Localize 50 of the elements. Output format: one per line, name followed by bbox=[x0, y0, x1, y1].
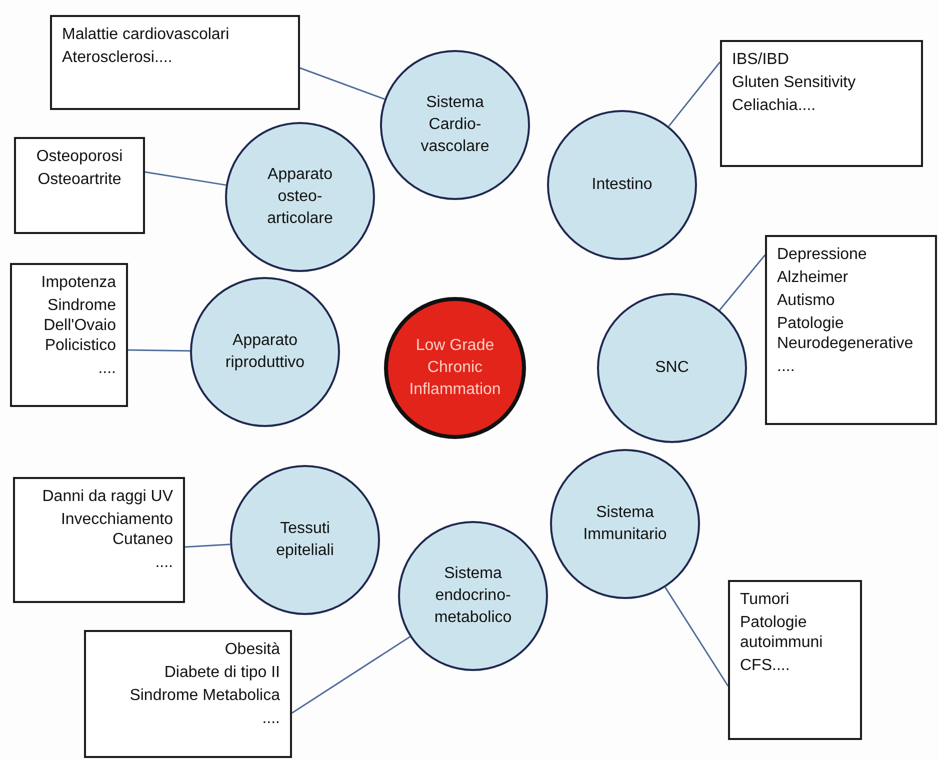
list-item: Malattie cardiovascolari bbox=[62, 25, 230, 45]
list-item: Diabete di tipo II bbox=[164, 663, 280, 683]
connector-line bbox=[292, 636, 410, 714]
disease-list-box bbox=[728, 580, 862, 740]
disease-list-box bbox=[13, 477, 185, 603]
list-item: .... bbox=[98, 359, 116, 379]
connector-line bbox=[184, 544, 230, 548]
list-item: Alzheimer bbox=[777, 268, 848, 288]
disease-list-box bbox=[84, 630, 292, 758]
list-item: Aterosclerosi.... bbox=[62, 48, 172, 68]
list-item: Invecchiamento Cutaneo bbox=[60, 510, 173, 550]
list-item: CFS.... bbox=[740, 656, 790, 676]
list-item: Impotenza bbox=[41, 273, 116, 293]
connector-line bbox=[719, 254, 766, 311]
list-item: .... bbox=[262, 709, 280, 729]
disease-list-box bbox=[14, 137, 145, 234]
circle-label: SNC bbox=[654, 358, 690, 378]
list-item: Osteoporosi bbox=[36, 147, 123, 167]
list-item: Patologie autoimmuni bbox=[740, 613, 824, 653]
circle-label: Sistema Immunitario bbox=[582, 503, 668, 545]
connector-line bbox=[128, 349, 190, 352]
list-item: Sindrome Dell'Ovaio Policistico bbox=[42, 296, 116, 356]
list-item: IBS/IBD bbox=[732, 50, 789, 70]
disease-list-box bbox=[765, 235, 937, 425]
connector-line bbox=[668, 62, 721, 127]
circle-label: Low Grade Chronic Inflammation bbox=[408, 336, 502, 400]
circle-label: Sistema Cardio-vascolare bbox=[420, 93, 490, 157]
circle-label: Sistema endocrino-metabolico bbox=[433, 564, 513, 628]
circle-label: Apparato riproduttivo bbox=[224, 331, 306, 373]
list-item: Gluten Sensitivity bbox=[732, 73, 856, 93]
circle-label: Apparato osteo-articolare bbox=[266, 165, 334, 229]
list-item: Obesità bbox=[224, 640, 280, 660]
list-item: .... bbox=[155, 553, 173, 573]
list-item: Depressione bbox=[777, 245, 867, 265]
list-item: Autismo bbox=[777, 291, 835, 311]
list-item: Patologie Neurodegenerative bbox=[777, 314, 914, 354]
disease-list-box bbox=[720, 40, 923, 167]
disease-list-box bbox=[50, 15, 300, 110]
circle-label: Intestino bbox=[590, 175, 654, 195]
list-item: Sindrome Metabolica bbox=[130, 686, 280, 706]
circle-label: Tessuti epiteliali bbox=[275, 519, 335, 561]
list-item: Osteoartrite bbox=[38, 170, 122, 190]
connector-line bbox=[300, 67, 385, 100]
disease-list-box bbox=[10, 263, 128, 407]
connector-line bbox=[664, 586, 729, 686]
list-item: Celiachia.... bbox=[732, 96, 816, 116]
list-item: .... bbox=[777, 357, 795, 377]
list-item: Tumori bbox=[740, 590, 790, 610]
connector-line bbox=[144, 171, 226, 186]
list-item: Danni da raggi UV bbox=[42, 487, 173, 507]
